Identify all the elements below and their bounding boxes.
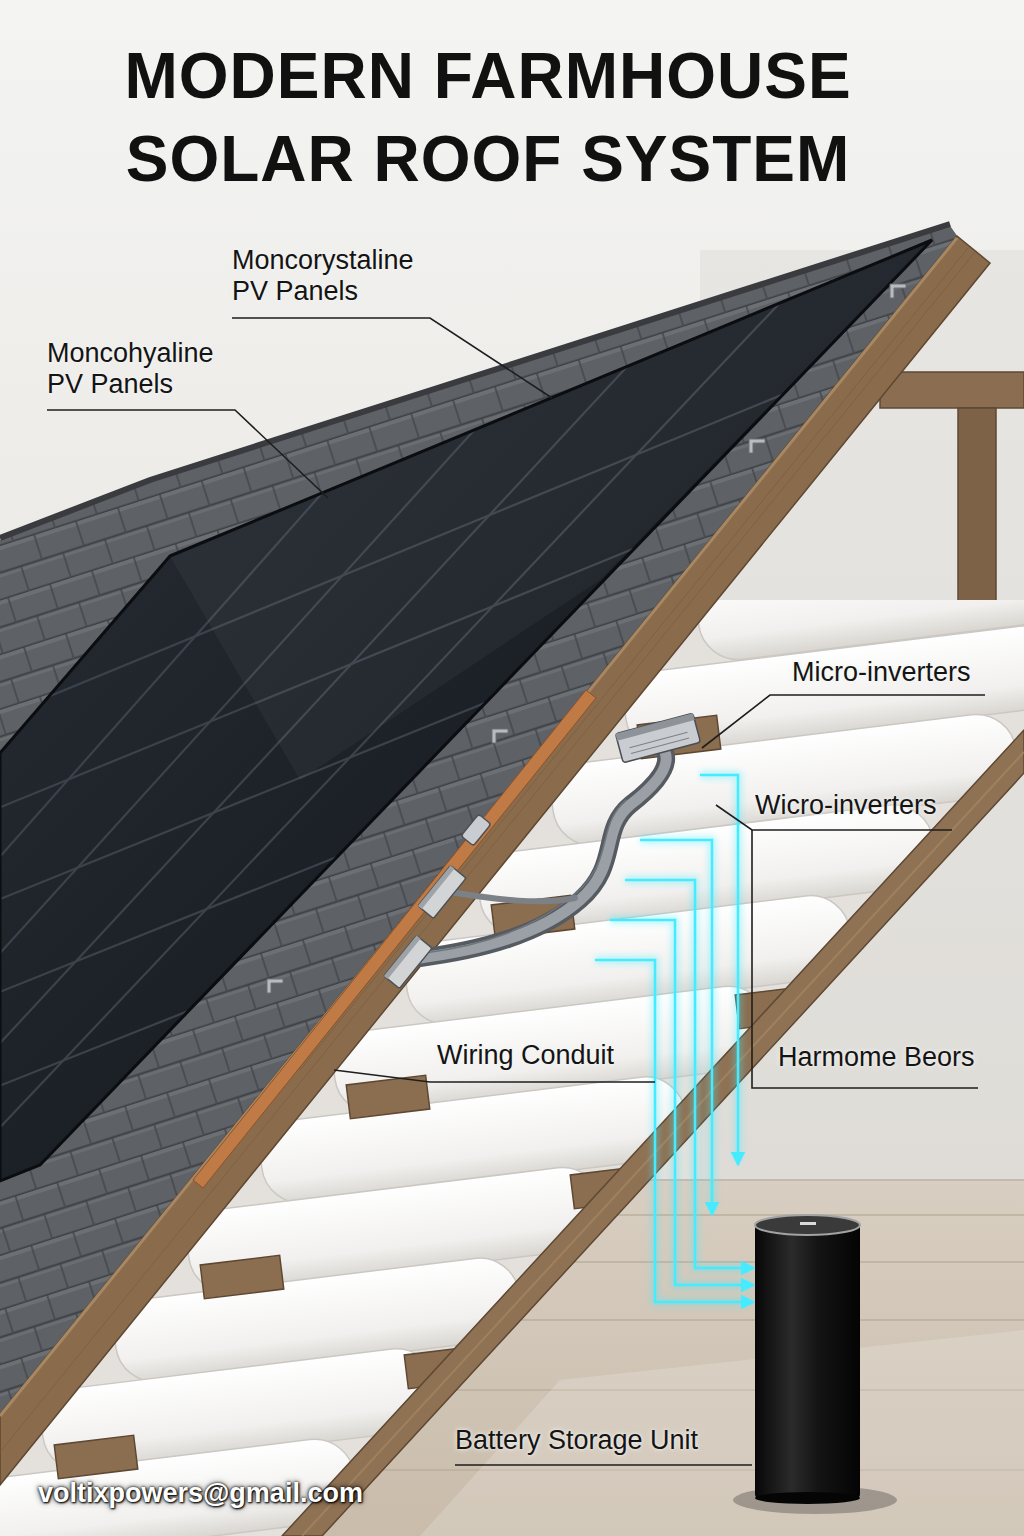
energy-flow-arrows [700, 775, 738, 1160]
copper-flashing [193, 690, 596, 1188]
attic-floor [420, 1330, 1024, 1536]
energy-flow-arrows [595, 775, 752, 1302]
energy-flow-arrows [610, 920, 752, 1285]
part-label: Wicro-inverters [755, 790, 937, 821]
wiring-bundle [420, 752, 666, 958]
battery-unit [755, 1492, 860, 1504]
part-label: Battery Storage Unit [455, 1425, 698, 1456]
energy-flow-arrows [700, 775, 738, 1165]
part-label: Moncorystaline PV Panels [232, 245, 447, 307]
battery-unit [755, 1215, 860, 1235]
part-label: Moncohyaline PV Panels [47, 338, 247, 400]
junction-box [384, 936, 432, 989]
micro-inverter-unit [615, 713, 700, 763]
leader-lines [752, 830, 978, 1088]
pv-panel-array [0, 240, 932, 1181]
junction-box [418, 866, 455, 910]
collar-beam [880, 372, 1024, 408]
leader-lines [47, 318, 985, 1465]
leader-lines [232, 318, 552, 398]
leader-lines [702, 695, 985, 748]
mounting-bracket [749, 439, 765, 453]
energy-flow-arrows [595, 775, 754, 1302]
battery-unit [733, 1215, 897, 1514]
energy-flow-arrows [595, 960, 754, 1302]
mounting-bracket [890, 284, 906, 298]
junction-box [418, 866, 466, 919]
joist-block [200, 1255, 284, 1298]
energy-flow-arrows [625, 880, 754, 1268]
wiring-bundle [450, 892, 575, 901]
part-label: Harmome Beors [778, 1042, 975, 1073]
junction-box [418, 866, 466, 919]
wiring-bundle [420, 752, 666, 958]
cable-clamp [461, 814, 491, 846]
mounting-bracket [267, 979, 283, 993]
roof-shingles [0, 226, 957, 1414]
junction-box [384, 936, 421, 980]
energy-flow-arrows [595, 960, 752, 1302]
micro-inverter-unit [615, 713, 700, 763]
battery-unit [800, 1222, 816, 1225]
roof-shingles [0, 224, 957, 1414]
leader-lines [334, 1070, 655, 1082]
diagram-title: MODERN FARMHOUSE SOLAR ROOF SYSTEM [38, 35, 938, 201]
mounting-bracket [267, 284, 906, 993]
cable-clamp [461, 814, 491, 846]
joist-block [346, 1075, 430, 1118]
leader-lines [455, 1464, 752, 1466]
joist-block [54, 1435, 138, 1478]
leader-lines [47, 410, 328, 498]
wiring-bundle [420, 752, 666, 958]
part-label: Wiring Conduit [437, 1040, 614, 1071]
energy-flow-arrows [625, 880, 752, 1268]
roof-shingles [0, 226, 957, 1414]
energy-flow-arrows [610, 920, 754, 1285]
energy-flow-arrows [595, 775, 754, 1302]
mounting-bracket [492, 729, 508, 743]
micro-inverter-unit [615, 713, 694, 740]
junction-box [384, 866, 466, 989]
contact-email: voltixpowers@gmail.com [38, 1478, 363, 1509]
junction-box [384, 936, 432, 989]
battery-unit [755, 1225, 860, 1498]
part-label: Micro-inverters [792, 657, 971, 688]
micro-inverter-unit [630, 732, 690, 753]
